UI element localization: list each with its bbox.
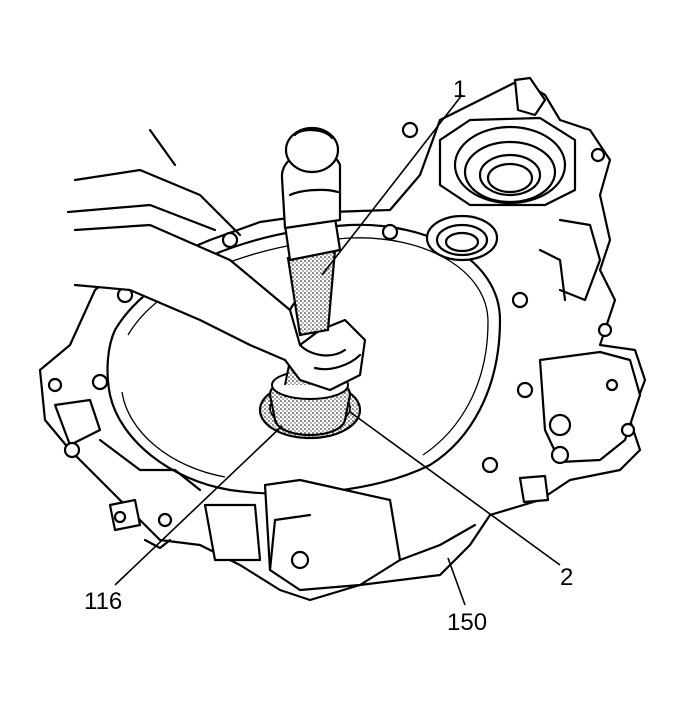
callout-116: 116: [84, 588, 123, 615]
flange-bolt-holes: [47, 121, 613, 528]
callout-2: 2: [560, 564, 574, 591]
callout-150: 150: [447, 609, 488, 636]
bearing-bores: [425, 76, 602, 302]
left-castings: [53, 398, 202, 550]
leader-lines: [114, 94, 561, 606]
side-bracket: [518, 350, 642, 504]
driver-handle: [280, 126, 342, 337]
callout-1: 1: [453, 76, 467, 103]
hand: [66, 128, 367, 392]
lower-casting: [203, 478, 477, 592]
